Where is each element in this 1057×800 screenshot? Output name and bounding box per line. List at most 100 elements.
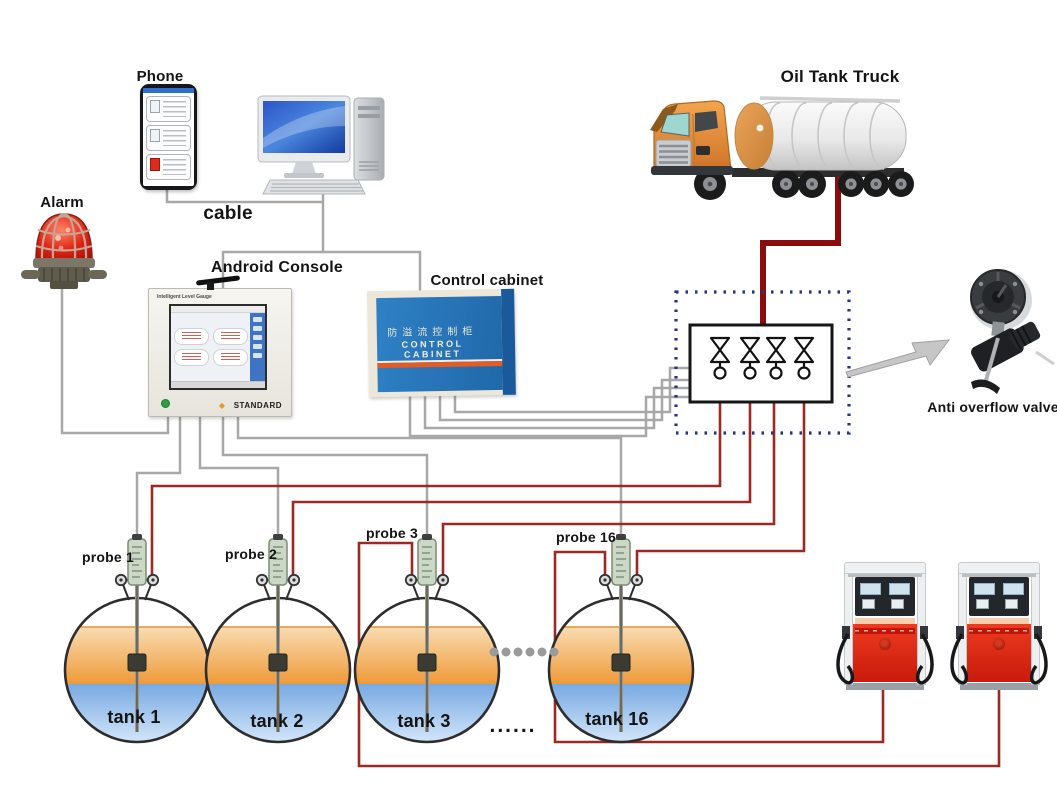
cabinet-title-chinese: 防溢流控制柜 [387,326,478,339]
phone-tank-card-alarm [146,154,191,180]
dispenser-display [974,583,995,595]
cab-windshield [660,112,690,137]
console-screen [169,304,267,390]
pipe-truck-unloading [760,174,841,326]
oil-tank-truck-label: Oil Tank Truck [780,67,900,86]
dispenser-display [889,583,910,595]
phone-screen [143,88,194,186]
android-console-label: Android Console [211,259,343,276]
tank-readings [163,101,186,117]
phone-label: Phone [136,68,184,85]
dispenser-display [860,583,881,595]
valve-manifold-box [688,323,834,404]
cable-probe-2 [198,413,280,538]
probe-16-label: probe 16 [556,529,616,545]
dispenser-display-small [862,599,875,609]
tank-1-label: tank 1 [107,707,161,727]
nozzle-holster [920,626,928,639]
console-screen-toolbar [171,306,265,313]
anti-overflow-valve-graphic [970,269,1055,394]
pipe-valve-tank2 [291,402,752,577]
cable-cabinet-valve-4 [408,394,689,438]
alarm-beacon [21,212,107,289]
pipe-valve-tank16 [635,402,806,577]
cable-cabinet-valve-2 [438,378,689,422]
fuel-dispenser-1 [836,562,934,692]
cab-roof-deflector [650,104,678,132]
tank-readings [163,159,186,175]
tanker-front-dome [734,102,774,170]
tank-16-label: tank 16 [585,709,649,729]
tanks-ellipsis-label: ...... [489,714,537,737]
cable-phone [165,186,323,204]
truck-wheels [694,168,914,200]
valve-body [971,321,1041,372]
console-menu-sidebar [250,313,265,381]
arrow-to-anti-overflow-valve [845,339,951,378]
valve-t-handle [971,379,1000,394]
cab-bumper [651,166,733,175]
monitor-stand [292,162,316,174]
fuel-dispenser-2 [950,562,1048,692]
cabinet-title-english: CONTROL CABINET [401,338,464,360]
alarm-base [38,267,90,282]
cable-probe-16 [236,413,623,538]
computer-tower [353,97,385,181]
dispenser-emblem [993,638,1005,650]
console-tank-capsule [173,349,209,366]
probe-1-label: probe 1 [82,549,134,565]
tank-readings [163,130,186,146]
console-brand-text: STANDARD [233,401,282,410]
alarm-label: Alarm [40,194,84,211]
alarm-collar [33,258,95,268]
cable-cabinet-valve-3 [423,386,689,430]
tank-2-label: tank 2 [250,711,304,731]
android-console-device: Intelligent Level Gauge ◆ STANDARD [148,275,292,417]
antenna-base [207,282,214,290]
pipe-valve-tank3 [441,402,776,577]
phone-tank-card [146,96,191,122]
alarm-cage [40,212,88,261]
cable-alarm [60,286,170,435]
phone-statusbar [143,88,194,93]
phone-tank-card [146,125,191,151]
console-tank-capsule [212,349,248,366]
console-tank-capsule [212,328,248,345]
probe-3-label: probe 3 [366,525,418,541]
signal-cables [60,186,689,538]
tank-icon [150,100,160,113]
pipe-valve-tank1 [150,402,722,577]
anti-overflow-valve-label: Anti overflow valve [927,399,1057,415]
cable-label: cable [203,203,253,224]
dispenser-hoses [950,633,1048,685]
console-tank-grid [171,313,250,381]
tank-icon [150,129,160,142]
cable-probe-3 [221,413,429,538]
desktop-computer [257,95,385,195]
nozzle-holster [842,626,850,639]
dispenser-display-small [976,599,989,609]
console-power-led [161,399,170,408]
dispenser-emblem [879,638,891,650]
tank-3-label: tank 3 [397,711,451,731]
valve-stem [983,337,1000,385]
control-cabinet-label: Control cabinet [430,272,544,289]
cabinet-front-panel: 防溢流控制柜 CONTROL CABINET [376,295,503,393]
dispenser-display-small [1005,599,1018,609]
valve-zone-dotted-border [674,290,851,435]
probe-2-label: probe 2 [225,546,277,562]
cable-probe-1 [135,413,182,538]
dispenser-display [1003,583,1024,595]
console-screen-statusbar [171,381,265,388]
cabinet-side-band [501,288,516,395]
nozzle-holster [1034,626,1042,639]
dispenser-hoses [836,633,934,685]
nozzle-holster [956,626,964,639]
dispenser-display-small [891,599,904,609]
console-header-text: Intelligent Level Gauge [157,294,212,300]
cable-trunk [221,250,422,291]
control-cabinet-device: 防溢流控制柜 CONTROL CABINET [367,288,516,398]
oil-tank-truck-graphic [650,96,914,200]
